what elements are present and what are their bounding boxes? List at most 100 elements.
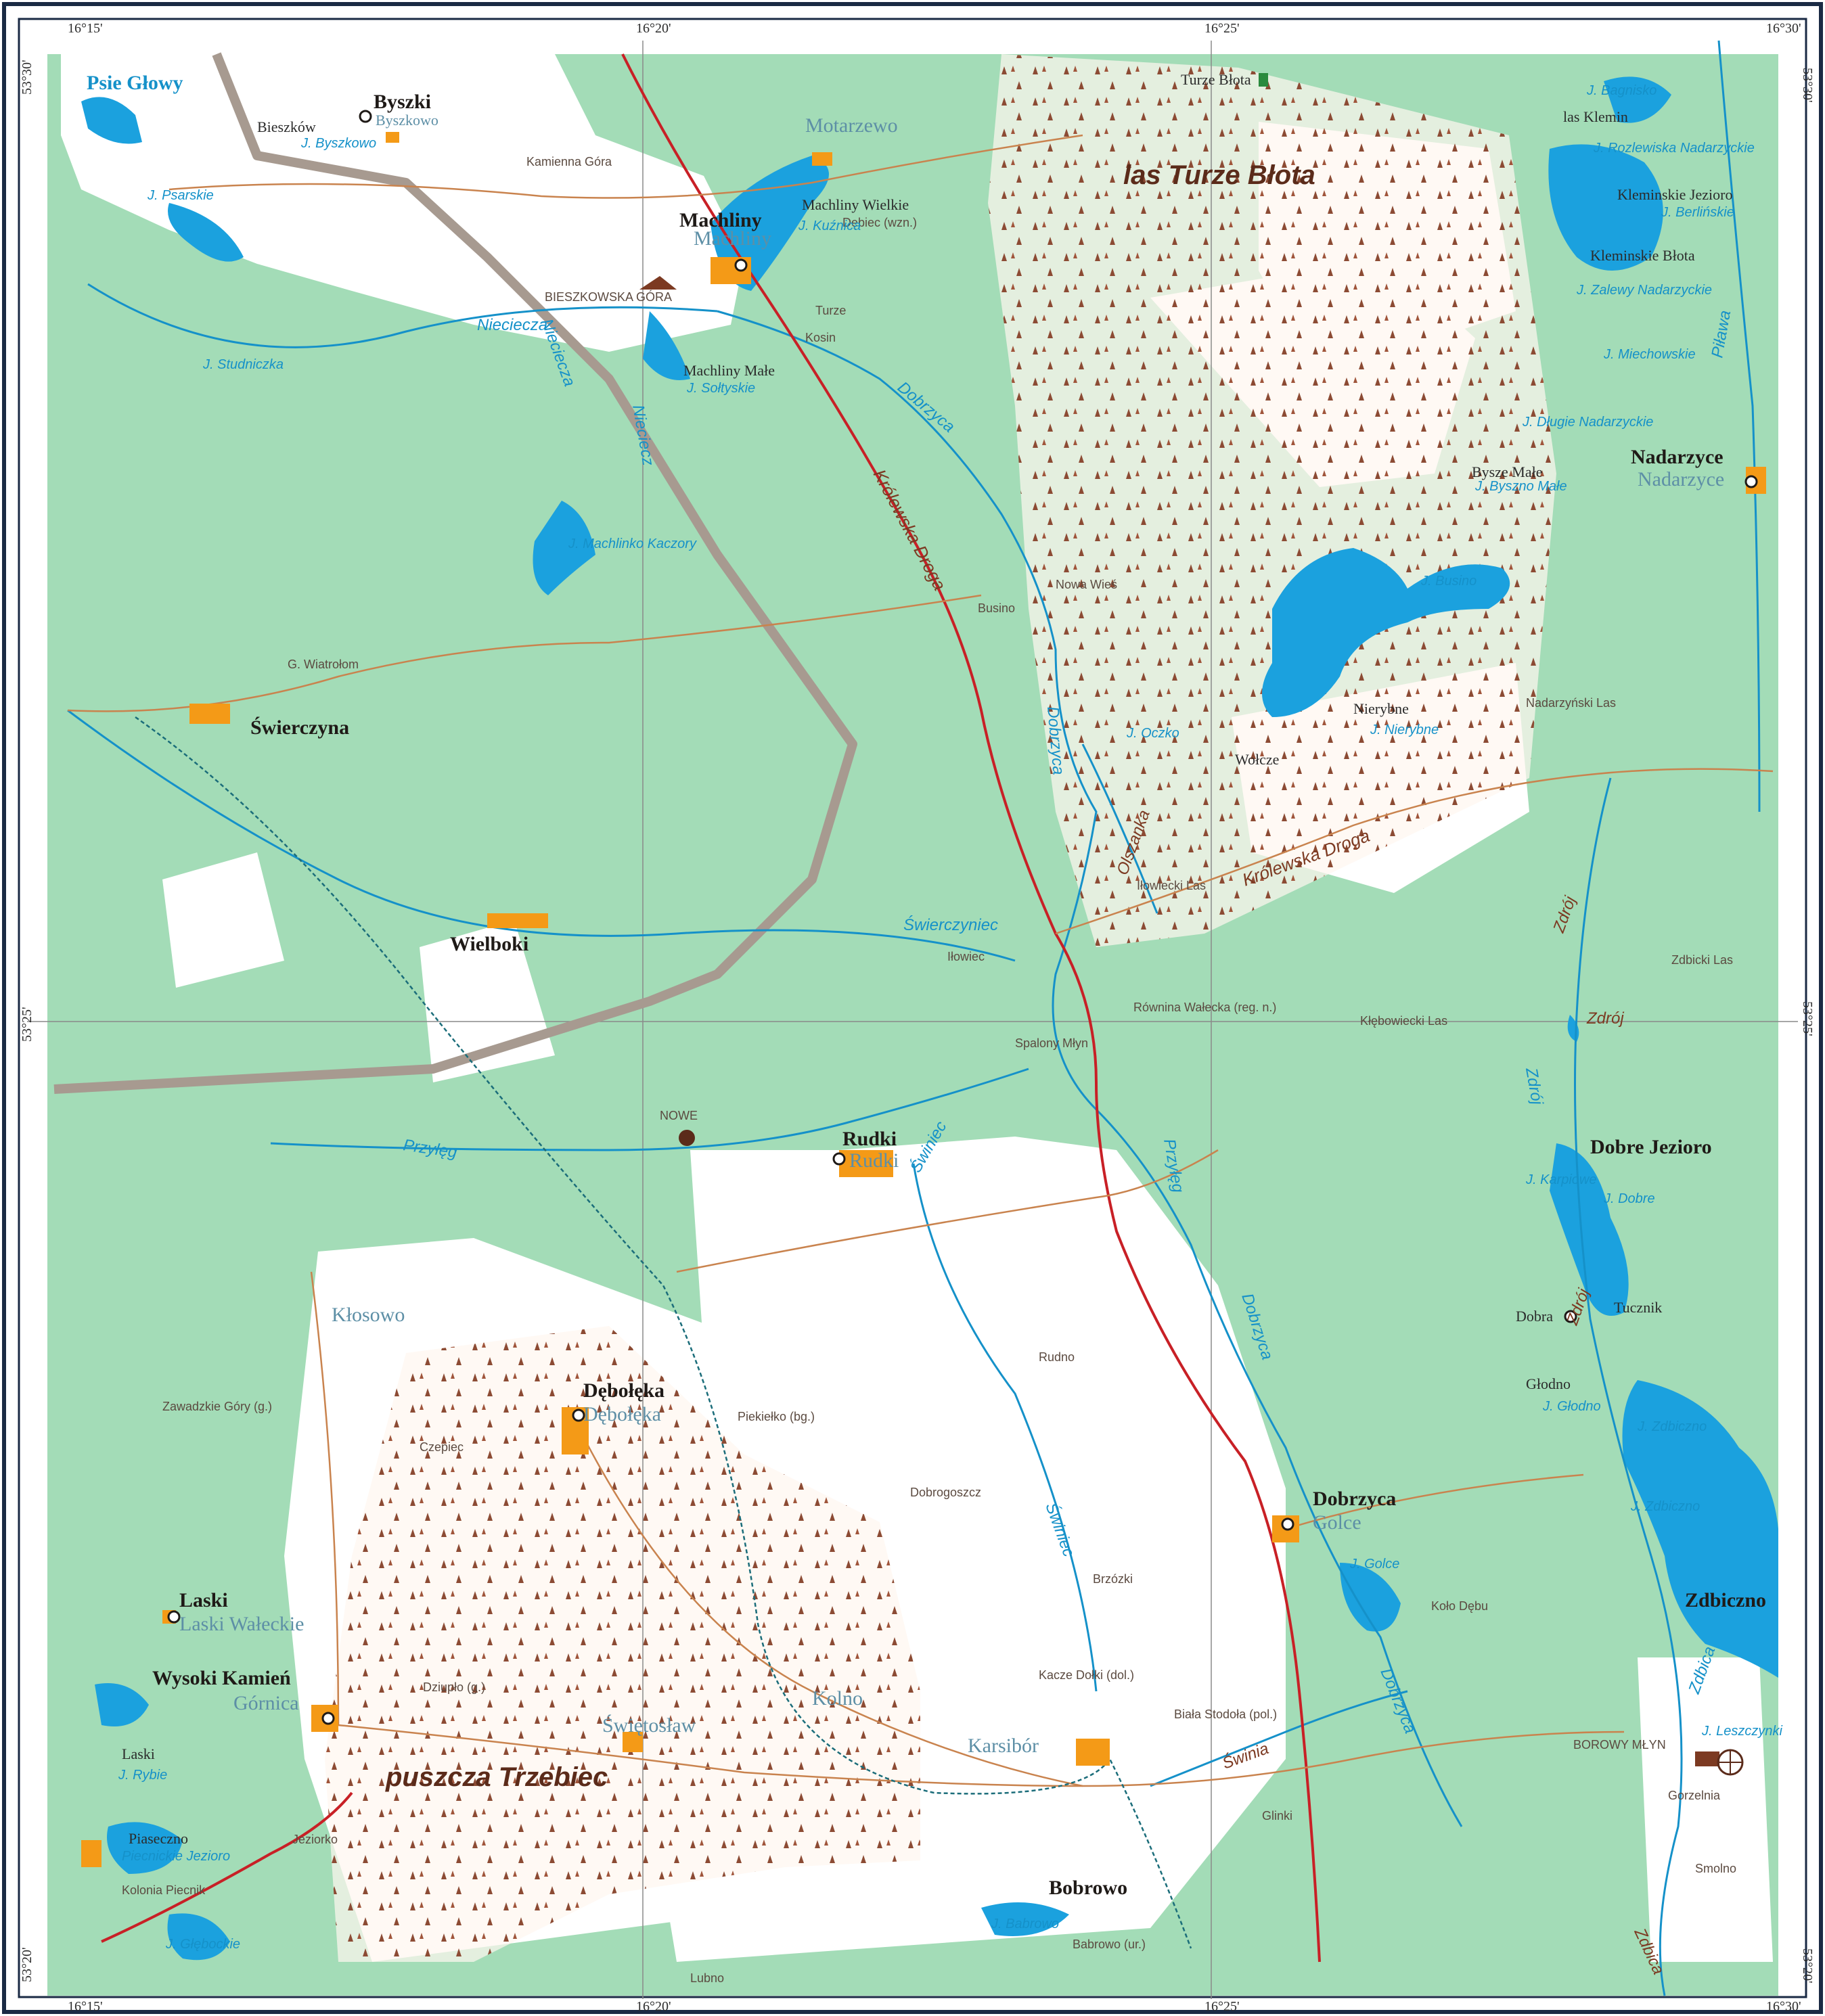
- lake-oczko: J. Oczko: [1126, 726, 1179, 741]
- lake-studniczka: J. Studniczka: [202, 357, 284, 372]
- minor-debiec: Dębiec (wzn.): [842, 216, 917, 229]
- place-kleminskie-jezioro: Kleminskie Jezioro: [1617, 186, 1732, 203]
- forest-puszcza-trzebiec-trees: [325, 1326, 920, 1962]
- place-las-klemin: las Klemin: [1563, 108, 1628, 125]
- minor-zawadzkie-gory: Zawadzkie Góry (g.): [162, 1400, 272, 1413]
- lake-karpiowe: J. Karpiowe: [1525, 1172, 1597, 1187]
- place-kolno: Kolno: [812, 1687, 863, 1710]
- lake-zdbiczno-1: J. Zdbiczno: [1637, 1419, 1707, 1434]
- lake-golce: J. Golce: [1349, 1557, 1399, 1572]
- hist-byszkowo: Byszkowo: [376, 112, 438, 129]
- minor-biala-stodola: Biała Stodoła (pol.): [1174, 1708, 1277, 1721]
- place-motarzewo: Motarzewo: [805, 114, 898, 137]
- coord-top-1: 16°15': [68, 21, 103, 36]
- place-bieszkow: Bieszków: [257, 118, 316, 135]
- minor-glinki: Glinki: [1262, 1809, 1292, 1823]
- minor-kamienna-gora: Kamienna Góra: [526, 155, 612, 168]
- minor-kacze-dolki: Kacze Dołki (dol.): [1039, 1668, 1134, 1682]
- hist-deboleka: Dębołęka: [583, 1403, 661, 1425]
- lake-machlinko: J. Machlinko Kaczory: [568, 536, 697, 551]
- place-wielboki: Wielboki: [450, 933, 528, 955]
- minor-nowe: NOWE: [660, 1109, 698, 1122]
- lake-labels: J. Psarskie J. Byszkowo J. Studniczka J.…: [118, 83, 1782, 1952]
- hist-golce: Golce: [1313, 1511, 1361, 1534]
- place-dobrzyca: Dobrzyca: [1313, 1488, 1396, 1510]
- coord-right-2: 53°25': [1800, 1001, 1815, 1036]
- place-bysze-male: Bysze Małe: [1472, 463, 1542, 480]
- minor-g-wiatrolom: G. Wiatrołom: [288, 658, 359, 671]
- place-machliny-wielkie: Machliny Wielkie: [802, 196, 909, 213]
- railway-line: [135, 716, 1192, 1949]
- flag-icon: [1259, 73, 1268, 87]
- lake-leszczynki: J. Leszczynki: [1701, 1724, 1782, 1739]
- minor-rownina-walecka: Równina Wałecka (reg. n.): [1133, 1001, 1276, 1014]
- lake-glodno: J. Głodno: [1542, 1399, 1601, 1414]
- minor-place-labels: Kamienna Góra Dębiec (wzn.) Turze Kosin …: [122, 155, 1736, 1985]
- minor-babrowo-ur: Babrowo (ur.): [1073, 1938, 1146, 1951]
- minor-spalony-mlyn: Spalony Młyn: [1015, 1036, 1088, 1050]
- lake-rybie: J. Rybie: [118, 1768, 167, 1783]
- lake-soltyskie: J. Sołtyskie: [686, 381, 755, 396]
- mountain-icon: [639, 276, 677, 290]
- hist-machliny: Machliny: [694, 227, 771, 250]
- place-nierybne: Nierybne: [1353, 700, 1409, 717]
- minor-lubno: Lubno: [690, 1971, 724, 1985]
- place-bobrowo: Bobrowo: [1049, 1877, 1127, 1899]
- minor-dziuplo: Dziupło (g.): [423, 1680, 485, 1694]
- place-klosowo: Kłosowo: [332, 1304, 405, 1326]
- lake-glebockie: J. Głębockie: [165, 1937, 240, 1952]
- place-dobra: Dobra: [1516, 1308, 1553, 1325]
- krolewska-droga-road: [621, 53, 1321, 1963]
- place-laski: Laski: [179, 1589, 228, 1611]
- place-swietoslaw: Świętosław: [602, 1714, 696, 1737]
- lake-zdbiczno-2: J. Zdbiczno: [1630, 1499, 1700, 1514]
- forest-label-puszcza-trzebiec: puszcza Trzebiec: [385, 1762, 608, 1792]
- place-dobre-jezioro: Dobre Jezioro: [1590, 1136, 1712, 1158]
- place-zdbiczno: Zdbiczno: [1685, 1589, 1766, 1611]
- minor-gorzelnia: Gorzelnia: [1668, 1789, 1721, 1802]
- minor-busino: Busino: [978, 601, 1015, 615]
- place-deboleka: Dębołęka: [583, 1379, 664, 1402]
- coord-bottom-2: 16°20': [636, 1999, 671, 2014]
- lake-psarskie: J. Psarskie: [147, 188, 214, 203]
- graticule: [27, 41, 1798, 1999]
- administrative-boundary: [53, 52, 857, 1094]
- coord-top-4: 16°30': [1766, 21, 1801, 36]
- lake-rozlewiska: J. Rozlewiska Nadarzyckie: [1593, 141, 1755, 156]
- lake-babrowo: J. Babrowo: [991, 1917, 1059, 1931]
- place-kleminskie-blota: Kleminskie Błota: [1590, 247, 1695, 264]
- minor-czepiec: Czepiec: [420, 1440, 464, 1454]
- lake-byszno-male: J. Byszno Małe: [1474, 479, 1567, 494]
- lake-byszkowo: J. Byszkowo: [300, 136, 376, 151]
- river-nieciecza-2: Nieciecza: [477, 316, 547, 334]
- hist-gornica: Górnica: [233, 1692, 299, 1714]
- minor-piekielko: Piekiełko (bg.): [738, 1410, 815, 1423]
- lake-dobre: J. Dobre: [1603, 1191, 1655, 1206]
- coordinate-labels: 16°15' 16°20' 16°25' 16°30' 16°15' 16°20…: [20, 21, 1815, 2014]
- minor-dobrogoszcz: Dobrogoszcz: [910, 1486, 981, 1499]
- place-tucznik: Tucznik: [1614, 1299, 1662, 1316]
- minor-zdbicki-las: Zdbicki Las: [1671, 953, 1733, 967]
- major-place-labels: Byszki Machliny Świerczyna Wielboki Rudk…: [87, 72, 1766, 1899]
- lake-busino: J. Busino: [1420, 574, 1477, 589]
- place-byszki: Byszki: [374, 91, 431, 113]
- coord-bottom-1: 16°15': [68, 1999, 103, 2014]
- minor-turze: Turze: [815, 304, 846, 317]
- minor-jeziorko: Jeziorko: [292, 1833, 338, 1846]
- lake-dlugie: J. Długie Nadarzyckie: [1522, 415, 1653, 430]
- forest-label-turze-blota: las Turze Błota: [1123, 160, 1315, 190]
- place-machliny-male: Machliny Małe: [683, 362, 775, 379]
- minor-ilowiec: Iłowiec: [947, 950, 985, 963]
- river-zdroj-2: Zdrój: [1586, 1009, 1624, 1028]
- place-rudki: Rudki: [842, 1128, 897, 1150]
- place-karsibor: Karsibór: [968, 1735, 1039, 1757]
- minor-kolonia-piecnik: Kolonia Piecnik: [122, 1883, 206, 1897]
- place-swierczyna: Świerczyna: [250, 716, 349, 739]
- minor-borowy-mlyn: BOROWY MŁYN: [1573, 1738, 1666, 1751]
- battlefield-icon: [679, 1130, 695, 1146]
- place-turze-blota: Turze Błota: [1181, 71, 1251, 88]
- coord-bottom-4: 16°30': [1766, 1999, 1801, 2014]
- lake-kuznica: J. Kuźnica: [798, 219, 861, 233]
- minor-kolo-debu: Koło Dębu: [1431, 1599, 1488, 1613]
